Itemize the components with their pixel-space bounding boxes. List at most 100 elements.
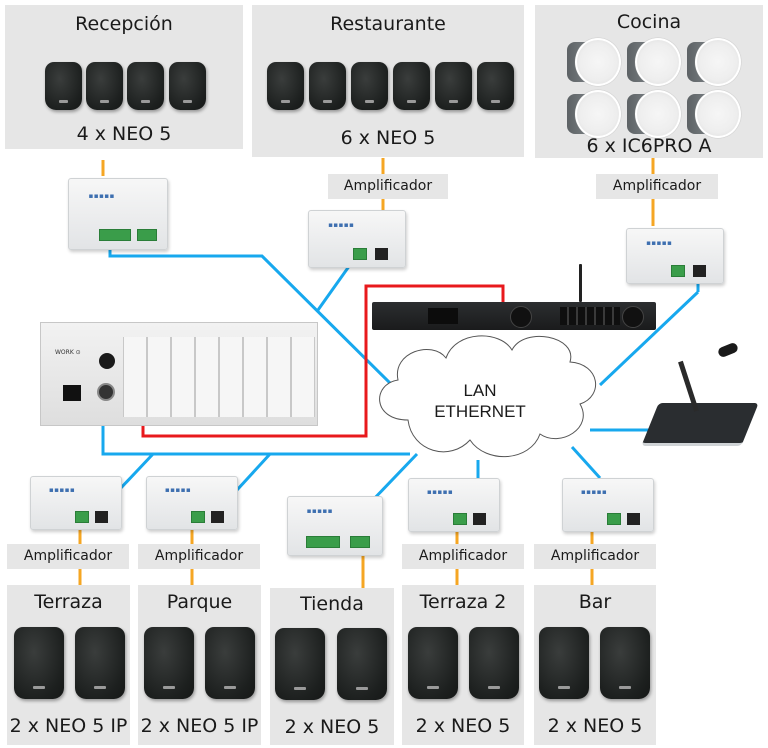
amplifier-device: ▪▪▪▪▪ [408,478,500,532]
speakon-connector [99,353,115,369]
brand-logo: ▪▪▪▪▪ [306,507,334,516]
zone-caption: 6 x NEO 5 [340,127,436,149]
zone-tienda: Tienda 2 x NEO 5 [270,588,394,745]
wall-speaker-icon [127,62,164,110]
wall-speaker-icon [205,627,255,699]
wall-speaker-icon [393,62,430,110]
ceiling-speaker-icon [567,38,621,86]
zone-title: Terraza [34,591,103,613]
ceiling-speaker-icon [567,90,621,138]
zone-title: Bar [578,591,612,613]
card-slot [267,337,291,417]
terminal-block [75,510,89,523]
zone-title: Restaurante [330,13,446,35]
network-interface-device: ▪▪▪▪▪ [287,496,383,556]
terminal-block [350,536,370,549]
net-parque [235,452,272,492]
amplifier-device: ▪▪▪▪▪ [146,476,238,530]
ethernet-port [375,248,388,261]
brand-logo: ▪▪▪▪▪ [646,238,673,247]
brand-logo: ▪▪▪▪▪ [581,488,608,497]
wall-speaker-icon [86,62,123,110]
zone-restaurante: Restaurante 6 x NEO 5 [252,5,524,157]
net-recepcion [108,248,394,387]
zone-caption: 2 x NEO 5 [415,715,511,737]
zone-title: Parque [166,591,233,613]
wall-speaker-icon [351,62,388,110]
lan-cloud-label: LAN ETHERNET [420,380,540,422]
brand-logo: ▪▪▪▪▪ [165,486,192,495]
wall-speaker-icon [435,62,472,110]
brand-logo: ▪▪▪▪▪ [328,221,355,230]
zone-recepcion: Recepción 4 x NEO 5 [5,5,243,149]
zone-terraza: Terraza 2 x NEO 5 IP [7,585,130,745]
media-player-device [372,302,656,330]
net-cocina-b [598,290,700,387]
console-base [641,403,759,446]
brand-logo: ▪▪▪▪▪ [49,486,76,495]
wall-speaker-icon [45,62,82,110]
amplifier-label: Amplificador [328,174,448,199]
terminal-block [306,536,340,549]
net-terraza [117,452,155,492]
amplifier-device: ▪▪▪▪▪ [626,228,724,284]
antenna-icon [579,264,582,302]
button-panel [560,307,620,325]
wall-speaker-icon [144,627,194,699]
terminal-block [453,512,467,525]
ethernet-port [95,510,108,523]
ceiling-speaker-icon [627,38,681,86]
terminal-block [671,264,685,277]
zone-caption: 2 x NEO 5 IP [9,715,128,737]
paging-microphone-device [641,341,760,450]
wall-speaker-icon [337,628,387,700]
cloud-line-2: ETHERNET [434,402,526,421]
wall-speaker-icon [539,627,589,699]
terminal-block [607,512,621,525]
ceiling-speaker-icon [687,38,741,86]
zone-bar: Bar 2 x NEO 5 [534,585,656,745]
net-rack-bus [101,412,410,456]
card-slot [291,337,315,417]
brand-logo: ▪▪▪▪▪ [427,488,454,497]
control-knob [510,306,532,328]
zone-cocina: Cocina 6 x IC6PRO A [535,5,763,158]
zone-title: Cocina [616,11,682,33]
card-slot [195,337,219,417]
wall-speaker-icon [477,62,514,110]
brand-logo: ▪▪▪▪▪ [88,191,115,200]
wall-speaker-icon [600,627,650,699]
display-screen [428,308,458,324]
wall-speaker-icon [169,62,206,110]
volume-knob [622,306,644,328]
wall-speaker-icon [267,62,304,110]
ceiling-speaker-icon [627,90,681,138]
zone-caption: 4 x NEO 5 [76,123,172,145]
terminal-block [99,228,131,241]
lan-cloud-icon [379,335,596,458]
wall-speaker-icon [275,628,325,700]
terminal-block [353,248,367,261]
zone-terraza2: Terraza 2 2 x NEO 5 [402,585,524,745]
wall-speaker-icon [14,627,64,699]
amplifier-device: ▪▪▪▪▪ [308,210,406,268]
cloud-line-1: LAN [463,381,497,400]
ethernet-port [627,512,640,525]
network-cables [101,247,700,505]
card-slot [243,337,267,417]
network-interface-device: ▪▪▪▪▪ [68,178,168,250]
ethernet-port [211,510,224,523]
wall-speaker-icon [75,627,125,699]
zone-caption: 2 x NEO 5 [284,716,380,738]
wall-speaker-icon [408,627,458,699]
zone-caption: 2 x NEO 5 IP [140,715,259,737]
ethernet-port [473,512,486,525]
zone-caption: 6 x IC6PRO A [586,135,712,157]
amplifier-device: ▪▪▪▪▪ [562,478,654,532]
terminal-block [191,510,205,523]
zone-title: Tienda [300,593,364,615]
brand-logo: WORK ⊙ [55,349,81,356]
ceiling-speaker-icon [687,90,741,138]
zone-title: Recepción [75,13,173,35]
